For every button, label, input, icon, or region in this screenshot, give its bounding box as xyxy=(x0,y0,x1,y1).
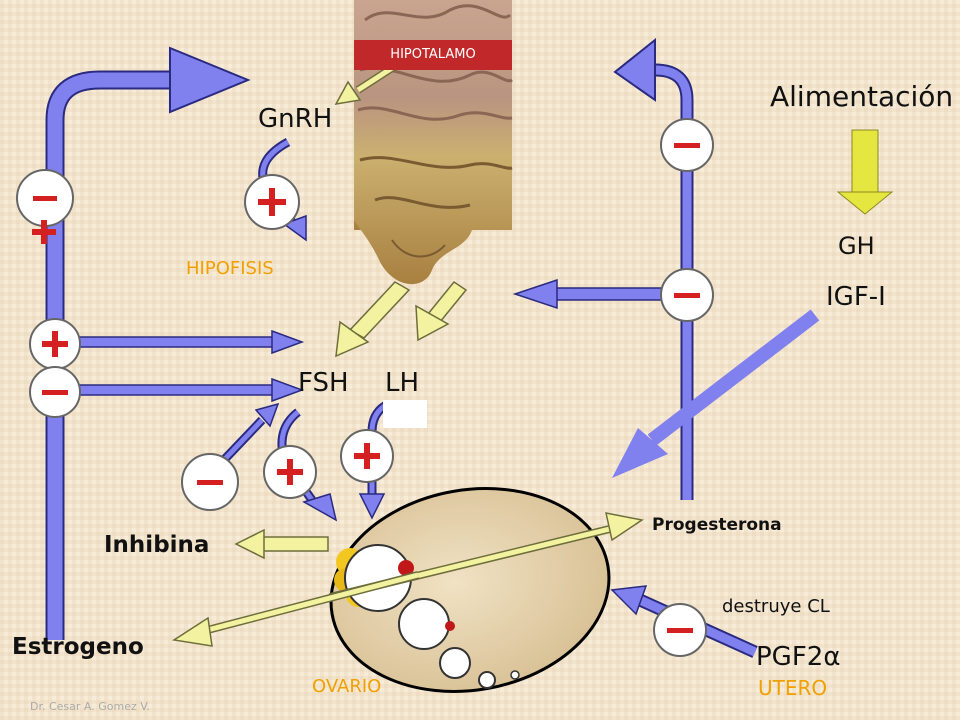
sign-plus-fsh xyxy=(263,445,317,499)
sign-minus-left-low xyxy=(29,366,81,418)
estrogen-feedback-arrow xyxy=(45,46,251,640)
gnrh-label: GnRH xyxy=(258,104,333,134)
progesterone-to-pituitary-arrow xyxy=(512,278,666,310)
ovary-to-estrogen-arrow xyxy=(171,571,420,647)
uterus-label: UTERO xyxy=(758,676,828,700)
sign-minus-inhibin xyxy=(181,453,239,511)
estrogen-to-pituitary-arrows xyxy=(69,329,305,403)
ovary-to-inhibin-arrow xyxy=(234,528,329,560)
sign-minus-pgf2a xyxy=(653,603,707,657)
sign-plus-left-small xyxy=(32,220,56,244)
lh-white-box xyxy=(383,400,427,428)
sign-plus-lh xyxy=(340,429,394,483)
hypothalamus-to-gnrh-arrow xyxy=(334,64,395,105)
gh-label: GH xyxy=(838,232,875,260)
author-credit: Dr. Cesar A. Gomez V. xyxy=(30,700,150,713)
pituitary-to-fsh-lh-arrows xyxy=(335,280,468,358)
sign-minus-progesterone-mid xyxy=(660,268,714,322)
sign-minus-left-top xyxy=(16,169,74,227)
estrogen-label: Estrogeno xyxy=(12,634,144,660)
progesterone-label: Progesterona xyxy=(652,515,782,535)
destroys-cl-label: destruye CL xyxy=(722,596,830,617)
fsh-label: FSH xyxy=(298,368,349,398)
igf-label: IGF-I xyxy=(826,282,886,312)
sign-minus-progesterone-top xyxy=(660,118,714,172)
pituitary-label: HIPOFISIS xyxy=(186,258,274,279)
igf-to-ovary-arrow xyxy=(612,309,820,478)
pgf2a-label: PGF2α xyxy=(756,642,841,672)
lh-label: LH xyxy=(385,368,420,398)
ovary-label: OVARIO xyxy=(312,676,382,697)
sign-plus-left-mid xyxy=(29,318,81,370)
sign-plus-gnrh xyxy=(244,174,300,230)
ovary xyxy=(329,487,611,693)
inhibin-label: Inhibina xyxy=(104,532,210,558)
food-arrow xyxy=(836,129,894,215)
food-label: Alimentación xyxy=(770,80,954,113)
progesterone-feedback-arrow xyxy=(613,37,694,500)
hypothalamus-label: HIPOTALAMO xyxy=(354,40,512,70)
